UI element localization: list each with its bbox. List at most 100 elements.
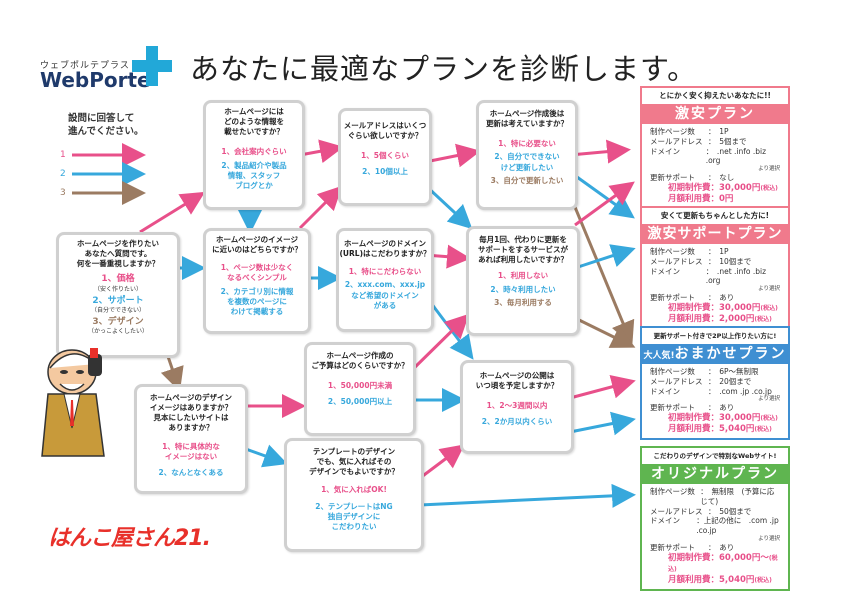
option-design-sub: （かっこよくしたい） bbox=[87, 327, 148, 335]
question-image-title: ホームページのイメージ に近いのはどちらですか？ bbox=[212, 235, 302, 255]
fee-monthly: 月額利用費：5,040円(税込) bbox=[668, 574, 772, 585]
plan-name: おまかせプラン bbox=[674, 346, 787, 362]
option-domain-none[interactable]: 1、特にこだわらない bbox=[348, 267, 422, 277]
legend-title: 設問に回答して 進んでください。 bbox=[68, 113, 144, 137]
detail-value: ：上記の他に .com .jp .co.jp bbox=[696, 516, 779, 535]
detail-key: メールアドレス bbox=[650, 506, 703, 516]
option-budget-high[interactable]: 2、50,000円以上 bbox=[327, 397, 393, 407]
question-budget: ホームページ作成の ご予算はどのくらいですか？ 1、50,000円未満 2、50… bbox=[304, 342, 416, 436]
domain-note: より選択 bbox=[758, 396, 780, 403]
plan-details: 制作ページ数： 6P～無制限 メールアドレス： 20個まで ドメイン： .com… bbox=[640, 364, 790, 441]
detail-value: ： .net .info .biz .org bbox=[705, 146, 767, 166]
option-design-some[interactable]: 2、なんとなくある bbox=[158, 467, 224, 477]
detail-value: ： あり bbox=[708, 403, 735, 413]
option-publish-months[interactable]: 2、2か月以内くらい bbox=[481, 417, 553, 427]
legend-label-2: 2 bbox=[60, 169, 66, 179]
legend-label-1: 1 bbox=[60, 150, 66, 160]
detail-value: ： 1P bbox=[708, 127, 729, 136]
plan-original: こだわりのデザインで特別なWebサイト! オリジナルプラン 制作ページ数： 無制… bbox=[640, 446, 790, 591]
detail-value: ： あり bbox=[708, 542, 735, 552]
detail-key: メールアドレス bbox=[650, 256, 703, 266]
detail-value: ： .com .jp .co.jp bbox=[708, 386, 772, 396]
option-update-self[interactable]: 3、自分で更新したい bbox=[490, 175, 564, 185]
plan-tag: 安くて更新もちゃんとした方に! bbox=[640, 206, 790, 224]
mascot-illustration bbox=[41, 348, 105, 457]
plan-details: 制作ページ数： 1P メールアドレス： 5個まで ドメイン： .net .inf… bbox=[640, 124, 790, 210]
question-design-title: ホームページのデザイン イメージはありますか？ 見本にしたいサイトは ありますか… bbox=[149, 393, 233, 433]
detail-value: ： 6P～無制限 bbox=[708, 367, 759, 376]
question-info-title: ホームページには どのような情報を 載せたいですか？ bbox=[224, 107, 284, 137]
option-monthly-sometimes[interactable]: 2、時々利用したい bbox=[490, 284, 556, 294]
detail-key: 更新サポート bbox=[650, 173, 695, 183]
detail-key: ドメイン bbox=[650, 386, 680, 396]
option-template-ng[interactable]: 2、テンプレートはNG 独自デザインに こだわりたい bbox=[315, 501, 393, 531]
footer-logo: はんこ屋さん21. bbox=[48, 526, 211, 551]
question-update: ホームページ作成後は 更新は考えていますか？ 1、特に必要ない 2、自分でできな… bbox=[476, 100, 578, 210]
option-design[interactable]: 3、デザイン bbox=[92, 316, 144, 327]
plan-details: 制作ページ数： 1P メールアドレス： 10個まで ドメイン： .net .in… bbox=[640, 244, 790, 330]
option-update-support[interactable]: 2、自分でできない けど更新したい bbox=[494, 152, 560, 172]
plan-gekiyasu-support: 安くて更新もちゃんとした方に! 激安サポートプラン 制作ページ数 ： 1P メール… bbox=[640, 206, 790, 330]
fee-initial: 初期制作費：30,000円(税込) bbox=[668, 413, 778, 424]
domain-note: より選択 bbox=[758, 166, 780, 172]
option-publish-weeks[interactable]: 1、2～3週間以内 bbox=[486, 401, 548, 411]
question-update-title: ホームページ作成後は 更新は考えていますか？ bbox=[485, 109, 569, 129]
option-support-sub: （自分でできない） bbox=[90, 306, 145, 314]
option-company-info[interactable]: 1、会社案内ぐらい bbox=[221, 147, 287, 157]
question-monthly-title: 毎月1回、代わりに更新を サポートをするサービスが あれば利用したいですか？ bbox=[478, 235, 568, 265]
detail-key: 制作ページ数 bbox=[650, 127, 695, 136]
option-domain-custom[interactable]: 2、xxx.com、xxx.jp など希望のドメイン がある bbox=[344, 280, 426, 310]
detail-key: メールアドレス bbox=[650, 136, 703, 146]
option-design-none[interactable]: 1、特に具体的な イメージはない bbox=[162, 441, 220, 461]
option-template-ok[interactable]: 1、気に入ればOK! bbox=[321, 485, 387, 495]
question-mail: メールアドレスはいくつ ぐらい欲しいですか？ 1、5個くらい 2、10個以上 bbox=[338, 108, 432, 206]
detail-key: 制作ページ数 bbox=[650, 247, 695, 256]
detail-value: ： 5個まで bbox=[708, 136, 747, 146]
option-support[interactable]: 2、サポート bbox=[92, 295, 144, 306]
option-price-sub: （安く作りたい） bbox=[93, 285, 142, 293]
plan-gekiyasu: とにかく安く抑えたいあなたに!! 激安プラン 制作ページ数 ： 1P メールアドレ… bbox=[640, 86, 790, 210]
option-budget-low[interactable]: 1、50,000円未満 bbox=[327, 381, 393, 391]
option-mail-5[interactable]: 1、5個くらい bbox=[361, 151, 409, 161]
option-mail-10[interactable]: 2、10個以上 bbox=[362, 167, 408, 177]
fee-monthly: 月額利用費：0円 bbox=[668, 193, 734, 204]
detail-value: ： 10個まで bbox=[708, 256, 752, 266]
detail-key: メールアドレス bbox=[650, 376, 703, 386]
question-start: ホームページを作りたい あなたへ質問です。 何を一番重視しますか？ 1、価格 （… bbox=[56, 232, 180, 358]
option-price[interactable]: 1、価格 bbox=[101, 274, 135, 285]
option-monthly-no[interactable]: 1、利用しない bbox=[497, 271, 549, 281]
plan-name: 激安サポートプラン bbox=[640, 224, 790, 244]
plan-badge: 大人気! bbox=[643, 351, 675, 361]
question-budget-title: ホームページ作成の ご予算はどのくらいですか？ bbox=[311, 351, 409, 371]
plan-tag: 更新サポート付きで2P以上作りたい方に! bbox=[640, 326, 790, 344]
detail-value: ： なし bbox=[708, 173, 735, 183]
logo-text: WebPorte bbox=[40, 68, 151, 92]
fee-monthly: 月額利用費：5,040円(税込) bbox=[668, 424, 772, 435]
detail-value: ： 1P bbox=[708, 247, 729, 256]
option-update-none[interactable]: 1、特に必要ない bbox=[498, 139, 556, 149]
question-domain: ホームページのドメイン (URL)はこだわりますか？ 1、特にこだわらない 2、… bbox=[336, 228, 434, 332]
plan-details: 制作ページ数： 無制限 (予算に応じて) メールアドレス： 50個まで ドメイン… bbox=[640, 484, 790, 591]
fee-monthly: 月額利用費：2,000円(税込) bbox=[668, 313, 772, 324]
legend-label-3: 3 bbox=[60, 188, 66, 198]
detail-key: 更新サポート bbox=[650, 542, 695, 552]
detail-value: ： .net .info .biz .org bbox=[705, 266, 767, 286]
detail-value: ： あり bbox=[708, 293, 735, 303]
plan-tag: とにかく安く抑えたいあなたに!! bbox=[640, 86, 790, 104]
question-template-title: テンプレートのデザイン でも、気に入ればその デザインでもよいですか？ bbox=[309, 447, 399, 477]
domain-note: より選択 bbox=[758, 535, 780, 542]
question-design: ホームページのデザイン イメージはありますか？ 見本にしたいサイトは ありますか… bbox=[134, 384, 248, 494]
question-monthly: 毎月1回、代わりに更新を サポートをするサービスが あれば利用したいですか？ 1… bbox=[466, 226, 580, 336]
option-simple[interactable]: 1、ページ数は少なく なるべくシンプル bbox=[220, 263, 294, 283]
plan-tag: こだわりのデザインで特別なWebサイト! bbox=[640, 446, 790, 464]
plan-name: 激安プラン bbox=[640, 104, 790, 124]
plan-name-row: 大人気!おまかせプラン bbox=[640, 344, 790, 364]
detail-key: 制作ページ数 bbox=[650, 487, 695, 496]
option-product-info[interactable]: 2、製品紹介や製品 情報、スタッフ ブログとか bbox=[221, 160, 287, 190]
detail-key: 更新サポート bbox=[650, 293, 695, 303]
option-multi-page[interactable]: 2、カテゴリ別に情報 を複数のページに わけて掲載する bbox=[220, 286, 294, 316]
option-monthly-every[interactable]: 3、毎月利用する bbox=[494, 297, 552, 307]
plan-name: オリジナルプラン bbox=[640, 464, 790, 484]
question-mail-title: メールアドレスはいくつ ぐらい欲しいですか？ bbox=[343, 121, 427, 141]
plan-omakase: 更新サポート付きで2P以上作りたい方に! 大人気!おまかせプラン 制作ページ数：… bbox=[640, 326, 790, 441]
